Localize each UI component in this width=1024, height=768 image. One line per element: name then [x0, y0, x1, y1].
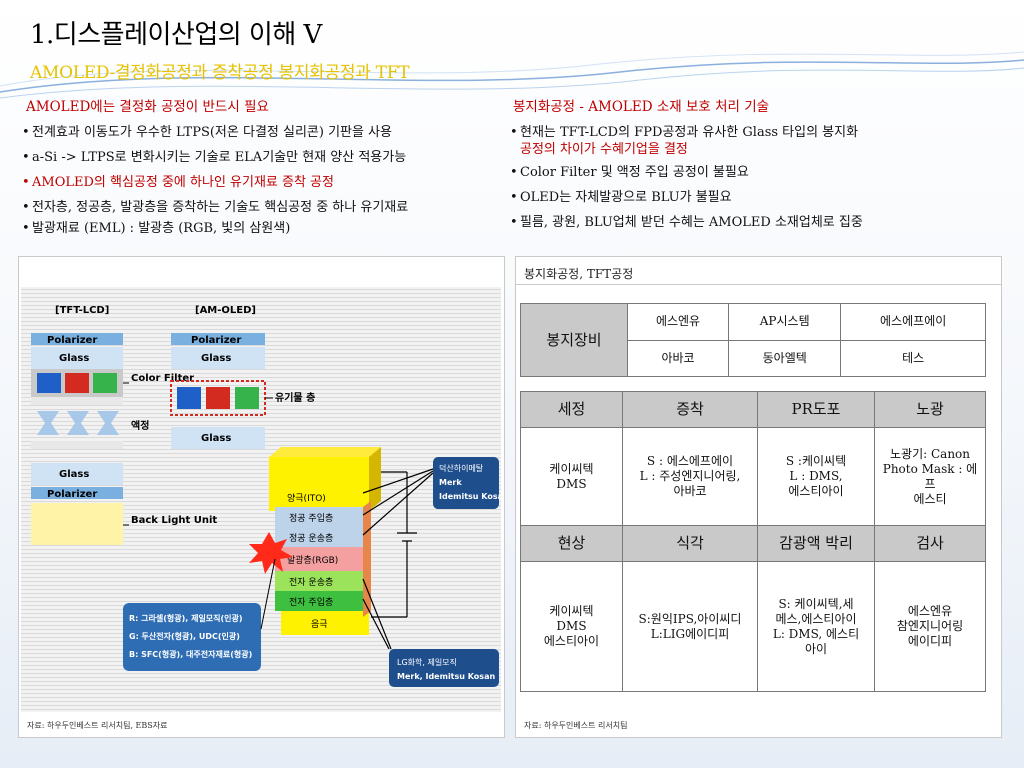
right-bullet: 현재는 TFT-LCD의 FPD공정과 유사한 Glass 타입의 봉지화 공정…: [510, 124, 990, 158]
supplier-text: G: 두산전자(형광), UDC(인광): [129, 631, 240, 641]
right-heading: 봉지화공정 - AMOLED 소재 보호 처리 기술: [513, 99, 770, 115]
table-header: 식각: [622, 525, 758, 562]
tft-glass: [31, 347, 123, 369]
material-callout-top: [433, 457, 499, 509]
oled-red-pixel: [206, 387, 230, 409]
table-cell: 에스엔유 참엔지니어링 에이디피: [874, 561, 986, 692]
tft-polarizer-bottom-label: Polarizer: [47, 489, 97, 500]
lc-label: 액정: [131, 419, 149, 432]
right-bullet-list: 현재는 TFT-LCD의 FPD공정과 유사한 Glass 타입의 봉지화 공정…: [510, 124, 990, 239]
back-light-label: Back Light Unit: [131, 515, 217, 526]
oled-polarizer-label: Polarizer: [191, 335, 241, 346]
supplier-text: R: 그라셀(형광), 제일모직(인광): [129, 613, 243, 623]
callout-text: Merk, Idemitsu Kosan: [397, 672, 495, 681]
material-callout-bottom: [389, 649, 499, 687]
table-cell: S:원익IPS,아이씨디 L:LIG에이디피: [622, 561, 758, 692]
table-cell: 케이씨텍 DMS: [520, 427, 623, 526]
layer-label: 정공 주입층: [289, 512, 333, 524]
supplier-text: B: SFC(형광), 대주전자재료(형광): [129, 649, 252, 659]
encapsulation-equipment-table: 봉지장비 에스엔유 AP시스템 에스에프에이 아바코 동아엘텍 테스: [520, 303, 986, 377]
amoled-label: [AM-OLED]: [195, 305, 256, 316]
table-cell: 케이씨텍 DMS 에스티아이: [520, 561, 623, 692]
left-bullet: 발광재료 (EML) : 발광층 (RGB, 빛의 삼원색): [22, 220, 467, 237]
table-cell: 에스에프에이: [840, 303, 986, 341]
color-filter-label: Color Filter: [131, 373, 194, 384]
right-bullet: 필름, 광원, BLU업체 받던 수혜는 AMOLED 소재업체로 집중: [510, 214, 990, 231]
page-subtitle: AMOLED-결정화공정과 증착공정 봉지화공정과 TFT: [30, 63, 410, 83]
right-bullet-highlight: 공정의 차이가 수혜기업을 결정: [520, 142, 688, 157]
table-header: 노광: [874, 391, 986, 428]
table-cell: S: 케이씨텍,세 메스,에스티아이 L: DMS, 에스티 아이: [757, 561, 875, 692]
right-bullet-text: 현재는 TFT-LCD의 FPD공정과 유사한 Glass 타입의 봉지화: [520, 125, 859, 140]
diagram-source: 자료: 하우두인베스트 리서치팀, EBS자료: [27, 721, 168, 730]
table-cell: S : 에스에프에이 L : 주성엔지니어링, 아바코: [622, 427, 758, 526]
table-cell: S :케이씨텍 L : DMS, 에스티아이: [757, 427, 875, 526]
rgb-supplier-box: [123, 603, 261, 671]
left-bullet: a-Si -> LTPS로 변화시키는 기술로 ELA기술만 현재 양산 적용가…: [22, 149, 467, 166]
table-header: 검사: [874, 525, 986, 562]
circuit-wires: [362, 468, 434, 650]
tft-polarizer: [31, 333, 123, 345]
table-header: PR도포: [757, 391, 875, 428]
tft-lcd-label: [TFT-LCD]: [55, 305, 109, 316]
table-cell: 테스: [840, 339, 986, 377]
table-header: 현상: [520, 525, 623, 562]
oled-glass-bottom-label: Glass: [201, 433, 231, 444]
organic-layer-label: 유기물 층: [275, 391, 315, 404]
left-bullet: 전계효과 이동도가 우수한 LTPS(저온 다결정 실리콘) 기판을 사용: [22, 124, 467, 141]
oled-polarizer: [171, 333, 265, 345]
light-burst-icon: [249, 532, 293, 574]
table-cell: 노광기: Canon Photo Mask : 에프 에스티: [874, 427, 986, 526]
table-source: 자료: 하우두인베스트 리서치팀: [524, 721, 628, 730]
oled-glass-bottom: [171, 427, 265, 449]
oled-green-pixel: [235, 387, 259, 409]
layer-label: 양극(ITO): [287, 493, 326, 504]
callout-text: Idemitsu Kosan: [439, 492, 504, 501]
layer-label: 음극: [311, 619, 328, 630]
right-bullet: OLED는 자체발광으로 BLU가 불필요: [510, 189, 990, 206]
layer-label: 정공 운송층: [289, 533, 333, 544]
tft-glass-bottom-label: Glass: [59, 469, 89, 480]
tft-polarizer-bottom: [31, 487, 123, 499]
panel-header: 봉지화공정, TFT공정: [516, 257, 1001, 285]
left-bullet-highlight: AMOLED의 핵심공정 중에 하나인 유기재료 증착 공정: [22, 174, 467, 191]
table-cell: AP시스템: [728, 303, 842, 341]
oled-layer-stack: [269, 447, 381, 635]
layer-label: 전자 운송층: [289, 577, 333, 588]
equip-label: 봉지장비: [520, 303, 628, 377]
oled-glass-label: Glass: [201, 353, 231, 364]
callout-text: 덕산하이메탈: [439, 463, 484, 473]
tft-green-pixel: [93, 373, 117, 393]
tft-polarizer-label: Polarizer: [47, 335, 97, 346]
oled-blue-pixel: [177, 387, 201, 409]
table-header: 감광액 박리: [757, 525, 875, 562]
callout-text: LG화학, 제일모직: [397, 657, 457, 667]
table-cell: 동아엘텍: [728, 339, 842, 377]
tft-process-table: 세정 증착 PR도포 노광 케이씨텍 DMS S : 에스에프에이 L : 주성…: [520, 391, 986, 692]
display-structure-diagram: [TFT-LCD] [AM-OLED] Polarizer Glass Colo…: [21, 287, 504, 712]
right-bullet: Color Filter 및 액정 주입 공정이 불필요: [510, 164, 990, 181]
left-bullet-list: 전계효과 이동도가 우수한 LTPS(저온 다결정 실리콘) 기판을 사용 a-…: [22, 124, 467, 245]
table-header: 세정: [520, 391, 623, 428]
tft-red-pixel: [65, 373, 89, 393]
oled-glass: [171, 347, 265, 369]
left-bullet: 전자층, 정공층, 발광층을 증착하는 기술도 핵심공정 중 하나 유기재료: [22, 199, 467, 216]
table-header: 증착: [622, 391, 758, 428]
diagram-panel: [TFT-LCD] [AM-OLED] Polarizer Glass Colo…: [18, 256, 505, 738]
equipment-panel: 봉지화공정, TFT공정 봉지장비 에스엔유 AP시스템 에스에프에이 아바코 …: [515, 256, 1002, 738]
layer-label: 발광층(RGB): [287, 554, 338, 566]
callout-text: Merk: [439, 478, 462, 487]
tft-glass-label: Glass: [59, 353, 89, 364]
table-cell: 아바코: [626, 339, 730, 377]
tft-glass-bottom: [31, 463, 123, 485]
page-title: 1.디스플레이산업의 이해 V: [30, 20, 322, 50]
tft-blue-pixel: [37, 373, 61, 393]
table-cell: 에스엔유: [626, 303, 730, 341]
liquid-crystal: [37, 411, 119, 435]
back-light-unit: [31, 503, 123, 545]
left-heading: AMOLED에는 결정화 공정이 반드시 필요: [26, 99, 269, 115]
layer-label: 전자 주입층: [289, 596, 333, 608]
